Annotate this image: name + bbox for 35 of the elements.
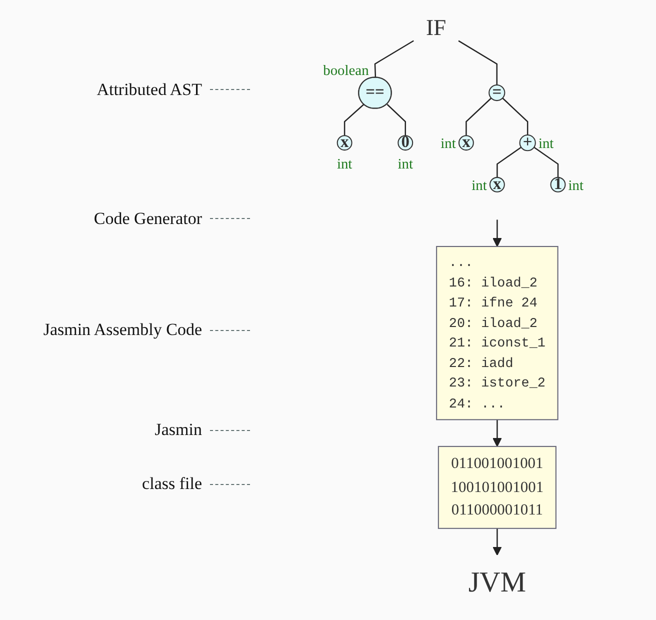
arrow	[492, 220, 502, 247]
node-text: JVM	[468, 566, 526, 598]
type-annotation: int	[568, 178, 584, 194]
connector	[533, 146, 558, 178]
binary-box: 011001001001 100101001001 011000001011	[438, 446, 556, 529]
tree-node: ==	[358, 76, 392, 109]
tree-node: x	[489, 175, 505, 193]
tree-node: 0	[397, 134, 413, 152]
connector	[458, 40, 498, 85]
connector	[496, 146, 522, 178]
node-text: IF	[426, 14, 446, 40]
stage-label: Code Generator	[94, 208, 202, 229]
connector	[465, 98, 492, 136]
type-annotation: int	[440, 136, 456, 152]
arrow	[492, 420, 502, 447]
tree-node: 1	[550, 175, 566, 193]
tree-node: x	[458, 134, 474, 152]
tree-node: =	[488, 84, 505, 102]
type-annotation: int	[471, 178, 487, 194]
stage-label: Jasmin	[154, 420, 202, 440]
tree-node: +	[518, 134, 536, 152]
connector	[374, 40, 414, 78]
tree-node: x	[336, 134, 352, 152]
connector	[502, 98, 528, 136]
type-annotation: int	[538, 136, 554, 152]
stage-label: Attributed AST	[96, 80, 202, 100]
connector	[344, 104, 364, 136]
type-annotation: int	[336, 156, 352, 173]
type-annotation: int	[397, 156, 413, 173]
type-annotation: boolean	[322, 63, 368, 80]
arrow	[492, 528, 502, 556]
stage-label: Jasmin Assembly Code	[43, 320, 202, 340]
connector	[386, 104, 406, 136]
stage-label: class file	[142, 474, 202, 494]
code-box: ... 16: iload_2 17: ifne 24 20: iload_2 21: iconst_1 22: iadd 23: istore_2 24: ...	[436, 246, 558, 420]
